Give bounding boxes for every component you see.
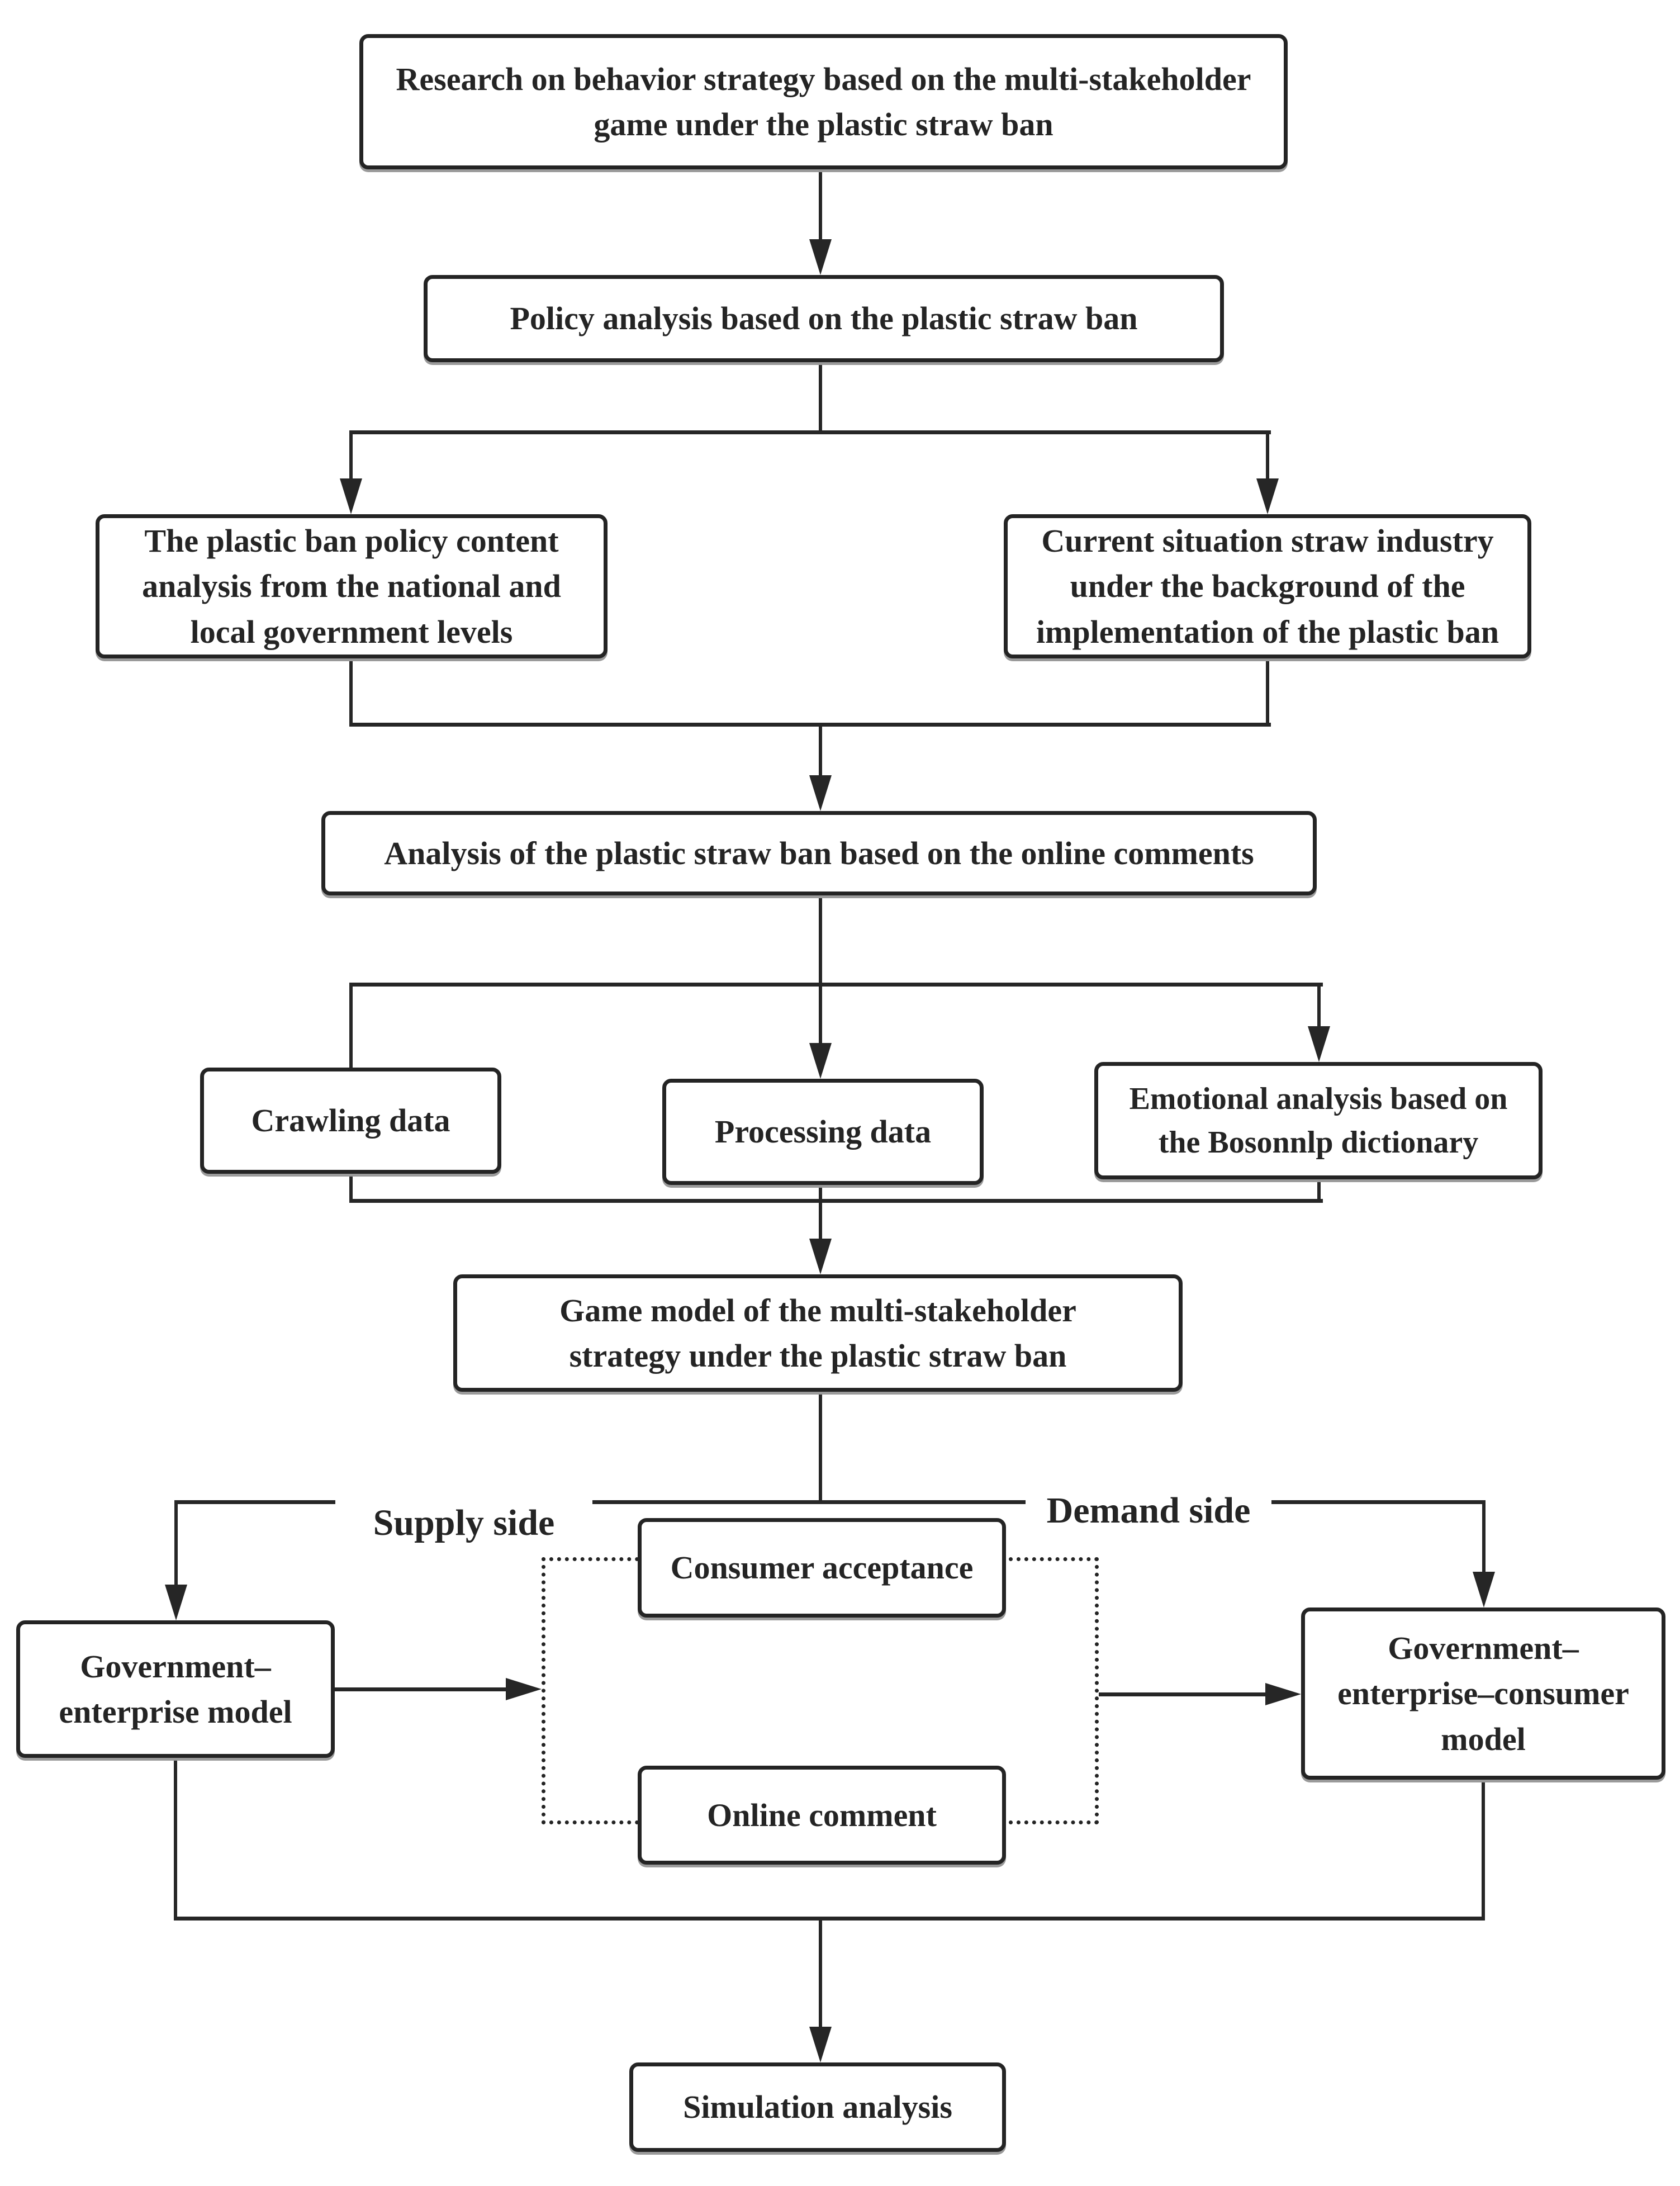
- node-game-model: Game model of the multi-stakeholder stra…: [453, 1274, 1183, 1392]
- connector-crawling-to-merge: [349, 1174, 353, 1203]
- arrowhead-right-icon: [1265, 1683, 1301, 1705]
- arrowhead-down-icon: [809, 2027, 832, 2062]
- connector-gov-ent-to-bottom: [174, 1758, 177, 1921]
- merge-line-data-steps: [349, 1199, 1323, 1203]
- node-consumer-acceptance: Consumer acceptance: [638, 1518, 1006, 1618]
- node-processing-data: Processing data: [662, 1079, 984, 1185]
- connector-dotted-to-gov-ent-con: [1099, 1692, 1268, 1696]
- node-policy-analysis: Policy analysis based on the plastic str…: [424, 275, 1224, 362]
- arrowhead-down-icon: [165, 1585, 187, 1620]
- connector-split-to-processing: [819, 983, 822, 1045]
- connector-merge-to-analysis: [819, 723, 822, 777]
- node-government-enterprise-model: Government–enterprise model: [16, 1620, 335, 1758]
- connector-research-to-policy: [819, 169, 822, 242]
- node-government-enterprise-consumer-model: Government–enterprise–consumer model: [1301, 1608, 1665, 1780]
- node-emotional-analysis: Emotional analysis based on the Bosonnlp…: [1094, 1062, 1543, 1179]
- connector-demand-to-gov-ent-con: [1482, 1500, 1486, 1574]
- connector-supply-to-gov-ent: [174, 1500, 178, 1587]
- connector-analysis-to-split: [819, 895, 822, 986]
- node-simulation-analysis: Simulation analysis: [629, 2062, 1006, 2152]
- connector-current-to-merge: [1266, 658, 1269, 727]
- split-line-data-steps: [349, 983, 1323, 987]
- connector-gov-ent-to-dotted: [335, 1687, 509, 1691]
- connector-gov-ent-con-to-bottom: [1482, 1780, 1485, 1921]
- node-policy-content-analysis: The plastic ban policy content analysis …: [96, 514, 608, 658]
- connector-game-model-to-sides: [819, 1392, 822, 1504]
- arrowhead-down-icon: [809, 775, 832, 811]
- connector-split-to-content: [349, 430, 353, 481]
- arrowhead-down-icon: [809, 1043, 832, 1079]
- connector-split-to-crawling: [349, 983, 353, 1068]
- supply-side-label: Supply side: [335, 1493, 592, 1553]
- arrowhead-down-icon: [809, 1239, 832, 1274]
- arrowhead-down-icon: [809, 239, 832, 275]
- arrowhead-down-icon: [1473, 1572, 1495, 1608]
- merge-line-branches: [349, 723, 1271, 727]
- connector-split-to-current: [1266, 430, 1269, 481]
- arrowhead-down-icon: [1256, 478, 1279, 514]
- arrowhead-down-icon: [340, 478, 362, 514]
- arrowhead-down-icon: [1308, 1026, 1330, 1062]
- node-online-comment: Online comment: [638, 1766, 1006, 1865]
- node-crawling-data: Crawling data: [200, 1068, 501, 1174]
- merge-line-models: [174, 1917, 1485, 1921]
- connector-emotional-to-merge: [1317, 1179, 1321, 1203]
- split-line-policy: [349, 430, 1271, 434]
- arrowhead-right-icon: [506, 1678, 542, 1700]
- supply-demand-line: [174, 1500, 1486, 1504]
- demand-side-label: Demand side: [1026, 1481, 1271, 1540]
- connector-policy-to-split: [819, 362, 822, 434]
- node-straw-industry-situation: Current situation straw industry under t…: [1004, 514, 1531, 658]
- node-online-comments-analysis: Analysis of the plastic straw ban based …: [321, 811, 1317, 895]
- node-research-topic: Research on behavior strategy based on t…: [359, 34, 1288, 169]
- connector-merge-to-game-model: [819, 1185, 822, 1241]
- connector-split-to-emotional: [1317, 983, 1321, 1028]
- connector-content-to-merge: [349, 658, 353, 727]
- connector-merge-to-simulation: [819, 1917, 822, 2029]
